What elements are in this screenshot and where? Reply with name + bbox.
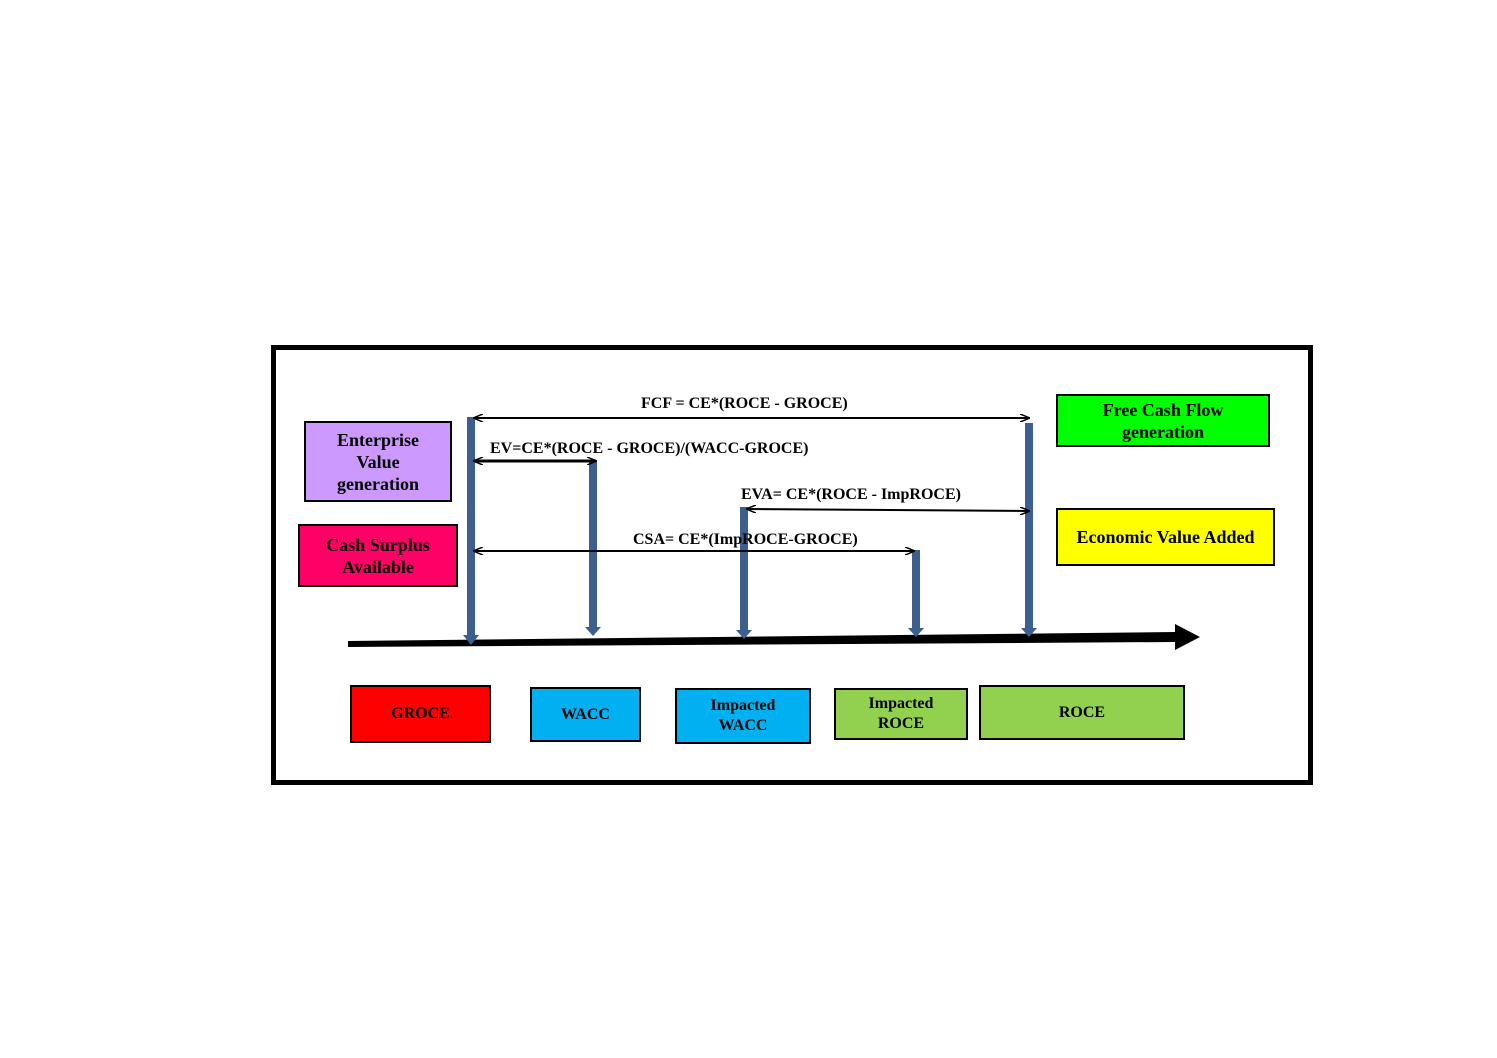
- impacted-roce-marker: [908, 550, 924, 637]
- impacted-wacc-marker: [736, 507, 752, 639]
- enterprise-value-label: Enterprise Value generation: [337, 429, 419, 494]
- cash-surplus-label: Cash Surplus Available: [326, 534, 430, 577]
- wacc-label: WACC: [561, 705, 610, 723]
- eva-range-arrow: [747, 509, 1029, 511]
- main-axis-arrow: [348, 624, 1200, 650]
- cash-surplus-box: Cash Surplus Available: [298, 524, 458, 587]
- roce-label: ROCE: [1058, 703, 1106, 721]
- free-cash-flow-label: Free Cash Flow generation: [1102, 399, 1224, 442]
- groce-marker: [463, 417, 479, 645]
- roce-box: ROCE: [979, 685, 1185, 740]
- impacted-wacc-label: Impacted WACC: [710, 697, 776, 734]
- wacc-box: WACC: [530, 687, 641, 742]
- enterprise-value-box: Enterprise Value generation: [304, 421, 452, 502]
- csa-formula-label: CSA= CE*(ImpROCE-GROCE): [633, 531, 858, 548]
- economic-value-added-label: Economic Value Added: [1076, 527, 1255, 547]
- groce-label: GROCE: [391, 705, 450, 722]
- fcf-formula-label: FCF = CE*(ROCE - GROCE): [641, 395, 848, 412]
- economic-value-added-box: Economic Value Added: [1056, 508, 1275, 566]
- groce-box: GROCE: [350, 685, 491, 743]
- eva-formula-label: EVA= CE*(ROCE - ImpROCE): [741, 486, 961, 503]
- impacted-roce-box: Impacted ROCE: [834, 688, 968, 740]
- free-cash-flow-box: Free Cash Flow generation: [1056, 394, 1270, 447]
- impacted-roce-label: Impacted ROCE: [868, 695, 934, 732]
- ev-formula-label: EV=CE*(ROCE - GROCE)/(WACC-GROCE): [490, 440, 809, 457]
- wacc-marker: [585, 461, 601, 636]
- impacted-wacc-box: Impacted WACC: [675, 688, 811, 744]
- roce-marker: [1021, 423, 1037, 637]
